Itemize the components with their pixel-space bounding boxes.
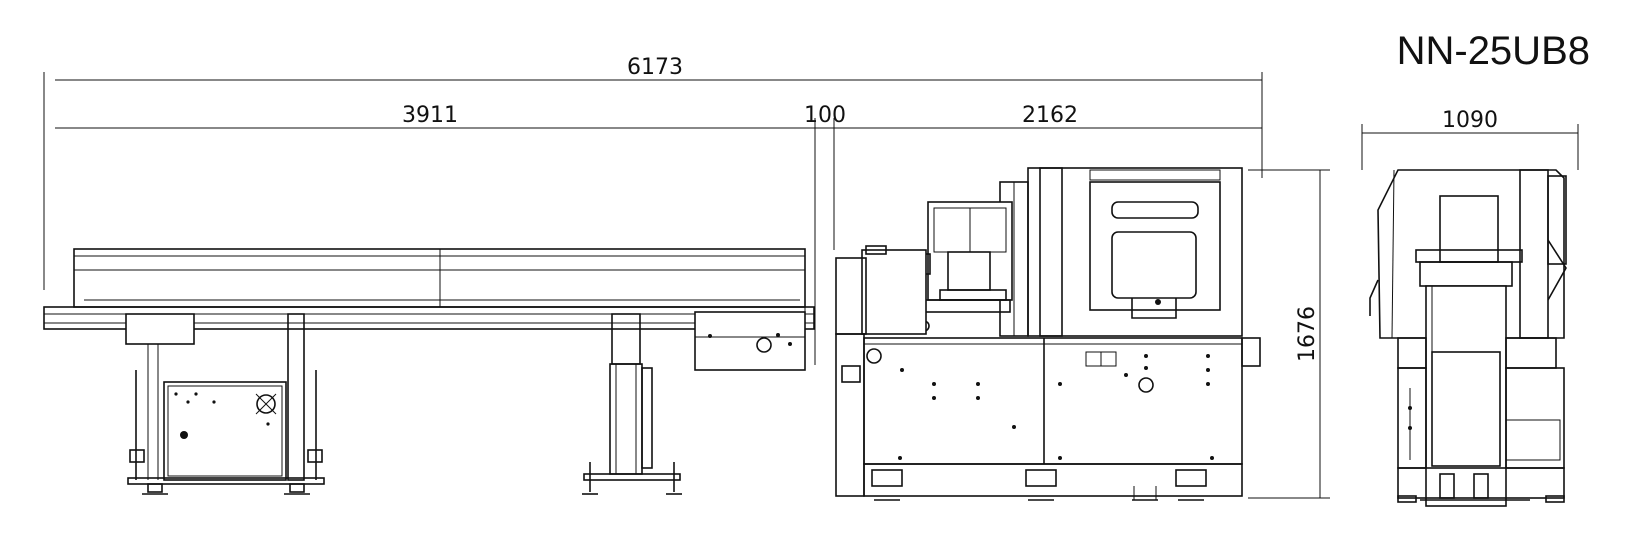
dimension-machine-depth: 1090: [1361, 108, 1579, 170]
dimension-bar-feeder-length: 3911: [55, 103, 816, 365]
dimension-gap: 100: [804, 103, 848, 250]
machine-front-view: [835, 167, 1261, 501]
dim-1090-label: 1090: [1442, 108, 1498, 133]
dim-6173-label: 6173: [627, 55, 683, 80]
machine-side-view: [1369, 169, 1567, 507]
model-title: NN-25UB8: [1397, 29, 1590, 73]
dim-2162-label: 2162: [1022, 103, 1078, 128]
dim-3911-label: 3911: [402, 103, 458, 128]
dimension-machine-length: 2162: [840, 103, 1262, 129]
bar-feeder-front-view: [43, 248, 815, 495]
dim-100-label: 100: [804, 103, 846, 128]
dimension-machine-height: 1676: [1248, 169, 1330, 499]
dim-1676-label: 1676: [1295, 306, 1320, 362]
dimension-overall-length: 6173: [43, 55, 1263, 290]
